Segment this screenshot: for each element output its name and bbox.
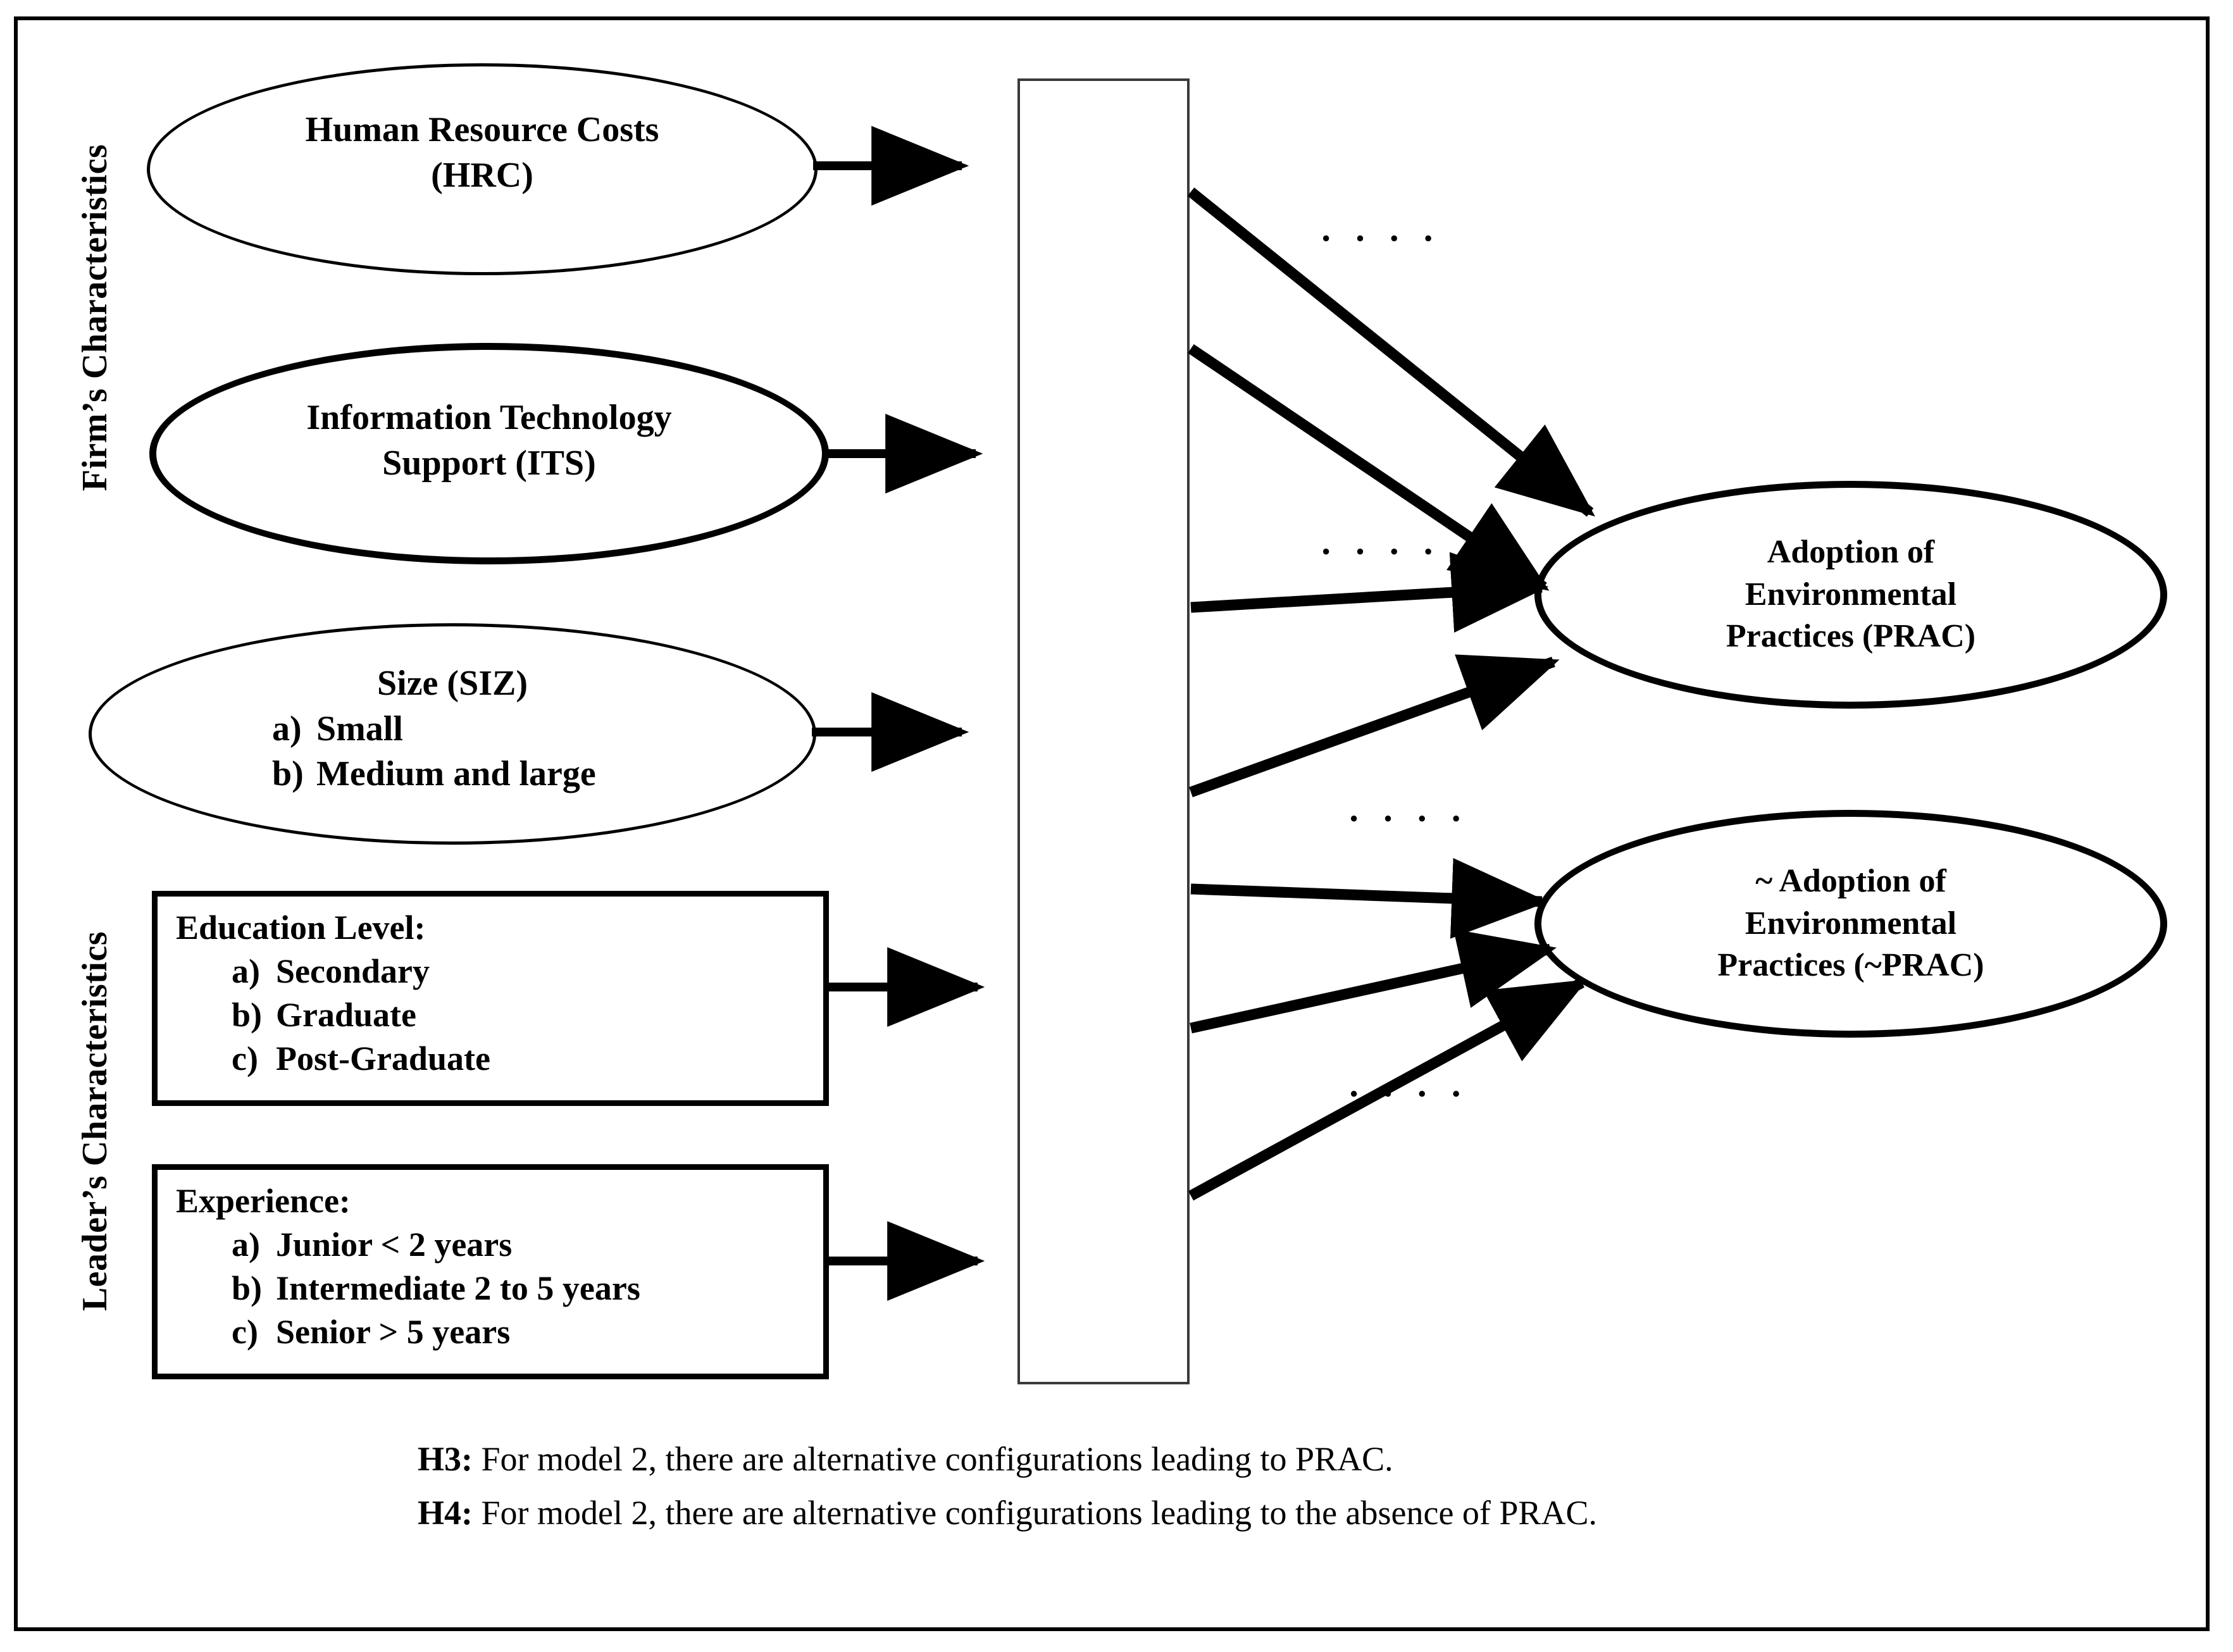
hypothesis-h3-tag: H3: bbox=[418, 1440, 473, 1478]
node-its-label: Information Technology Support (ITS) bbox=[149, 395, 829, 486]
node-experience-label: Experience: a) Junior < 2 years b) Inter… bbox=[176, 1179, 821, 1354]
ellipsis-marker-1: · · · · bbox=[1320, 218, 1441, 259]
node-education-item-1-marker: b) bbox=[232, 996, 263, 1034]
node-siz-item-1-text: Medium and large bbox=[316, 754, 596, 794]
node-experience-item-0: a) Junior < 2 years bbox=[176, 1223, 821, 1267]
node-education-item-1: b) Graduate bbox=[176, 993, 821, 1037]
hypothesis-h3: H3: For model 2, there are alternative c… bbox=[418, 1439, 1393, 1479]
node-education-item-1-text: Graduate bbox=[276, 996, 416, 1034]
node-prac-line-3: Practices (PRAC) bbox=[1726, 618, 1976, 655]
node-education-label: Education Level: a) Secondary b) Graduat… bbox=[176, 906, 821, 1081]
node-nprac-line-1: ~ Adoption of bbox=[1755, 863, 1946, 899]
node-hrc-line-2: (HRC) bbox=[431, 155, 533, 195]
node-experience-item-2-marker: c) bbox=[232, 1313, 258, 1351]
ellipsis-marker-3: · · · · bbox=[1348, 798, 1469, 839]
node-education-item-0-text: Secondary bbox=[276, 952, 430, 991]
node-siz-title: Size (SIZ) bbox=[377, 664, 528, 703]
node-prac-label: Adoption of Environmental Practices (PRA… bbox=[1534, 531, 2167, 658]
node-education-item-0: a) Secondary bbox=[176, 950, 821, 993]
group-label-leader: Leader’s Characteristics bbox=[75, 931, 115, 1312]
node-hrc-ellipse[interactable] bbox=[147, 63, 818, 275]
configuration-box[interactable] bbox=[1017, 78, 1190, 1384]
node-siz-item-0-marker: a) bbox=[272, 709, 302, 748]
node-its-ellipse[interactable] bbox=[149, 343, 829, 564]
node-experience-item-0-text: Junior < 2 years bbox=[276, 1226, 513, 1264]
node-siz-item-0: a) Small bbox=[108, 707, 797, 752]
hypothesis-h4-tag: H4: bbox=[418, 1494, 473, 1532]
node-its-line-1: Information Technology bbox=[306, 398, 672, 437]
hypothesis-h4-text: For model 2, there are alternative confi… bbox=[473, 1494, 1597, 1532]
node-experience-item-1-text: Intermediate 2 to 5 years bbox=[276, 1269, 640, 1308]
node-education-item-2-marker: c) bbox=[232, 1040, 258, 1078]
node-experience-item-0-marker: a) bbox=[232, 1226, 260, 1264]
node-siz-item-1: b) Medium and large bbox=[108, 752, 797, 797]
group-label-firm: Firm’s Characteristics bbox=[75, 144, 115, 492]
node-education-item-2: c) Post-Graduate bbox=[176, 1037, 821, 1081]
ellipsis-marker-2: · · · · bbox=[1320, 531, 1441, 572]
node-education-box[interactable] bbox=[152, 891, 829, 1106]
node-siz-ellipse[interactable] bbox=[89, 623, 816, 845]
node-education-item-2-text: Post-Graduate bbox=[276, 1040, 490, 1078]
node-experience-item-1: b) Intermediate 2 to 5 years bbox=[176, 1267, 821, 1310]
node-nprac-ellipse[interactable] bbox=[1534, 810, 2167, 1038]
node-nprac-line-3: Practices (~PRAC) bbox=[1717, 947, 1984, 984]
node-hrc-label: Human Resource Costs (HRC) bbox=[147, 108, 818, 198]
node-experience-box[interactable] bbox=[152, 1164, 829, 1379]
node-education-item-0-marker: a) bbox=[232, 952, 260, 991]
node-prac-line-2: Environmental bbox=[1745, 576, 1957, 612]
node-siz-label: Size (SIZ) a) Small b) Medium and large bbox=[108, 661, 797, 797]
node-experience-item-1-marker: b) bbox=[232, 1269, 263, 1308]
node-prac-line-1: Adoption of bbox=[1767, 534, 1935, 570]
hypothesis-h3-text: For model 2, there are alternative confi… bbox=[473, 1440, 1393, 1478]
ellipsis-marker-4: · · · · bbox=[1348, 1073, 1469, 1114]
node-siz-item-1-marker: b) bbox=[272, 754, 304, 794]
node-nprac-label: ~ Adoption of Environmental Practices (~… bbox=[1534, 860, 2167, 987]
hypothesis-h4: H4: For model 2, there are alternative c… bbox=[418, 1493, 1597, 1532]
node-experience-title: Experience: bbox=[176, 1182, 351, 1220]
node-experience-item-2: c) Senior > 5 years bbox=[176, 1310, 821, 1354]
node-experience-item-2-text: Senior > 5 years bbox=[276, 1313, 511, 1351]
node-siz-item-0-text: Small bbox=[316, 709, 403, 748]
node-nprac-line-2: Environmental bbox=[1745, 905, 1957, 941]
node-its-line-2: Support (ITS) bbox=[382, 443, 596, 483]
node-education-title: Education Level: bbox=[176, 909, 426, 947]
node-hrc-line-1: Human Resource Costs bbox=[305, 110, 659, 149]
